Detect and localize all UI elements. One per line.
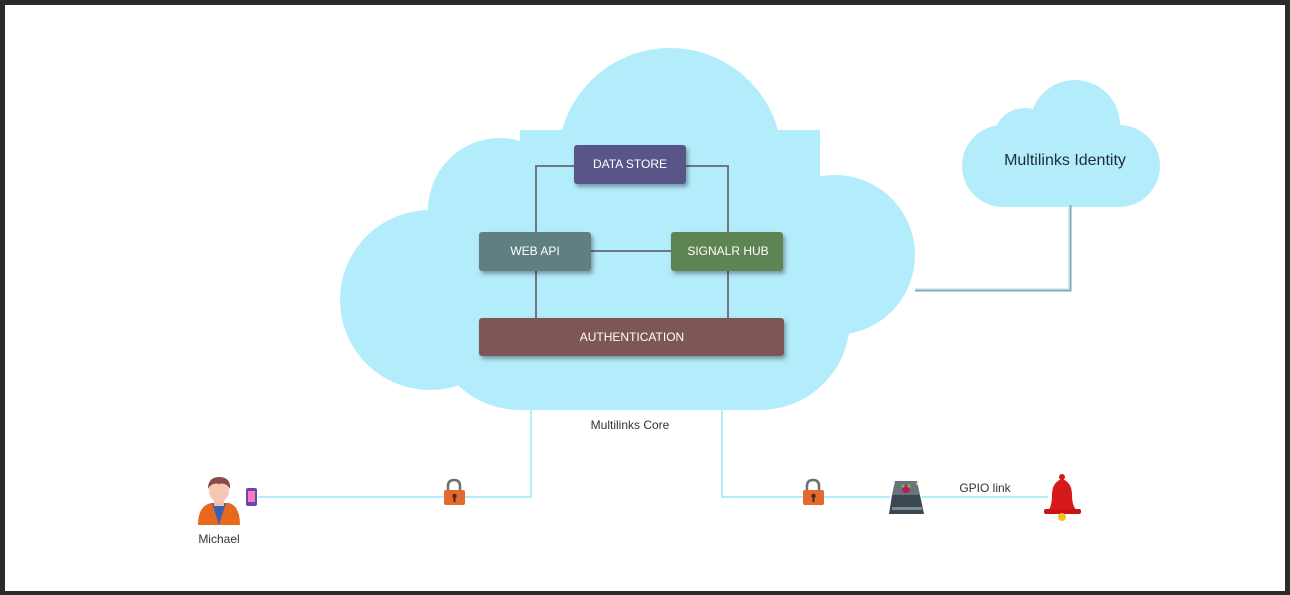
data-store-label: DATA STORE: [593, 157, 667, 171]
gpio-link-label: GPIO link: [959, 481, 1011, 495]
authentication-label: AUTHENTICATION: [580, 330, 684, 344]
architecture-diagram: DATA STORE WEB API SIGNALR HUB AUTHENTIC…: [198, 48, 1160, 546]
authentication-box: [479, 318, 784, 356]
identity-cloud-label: Multilinks Identity: [1004, 152, 1126, 169]
connector-datastore-webapi: [535, 165, 574, 232]
signalr-hub-label: SIGNALR HUB: [687, 244, 768, 258]
person-icon: [198, 477, 240, 525]
web-api-box: [479, 232, 591, 271]
phone-icon: [246, 488, 257, 506]
link-lines: [258, 205, 1072, 498]
core-cloud-label: Multilinks Core: [591, 418, 670, 432]
connector-datastore-signalr: [686, 165, 729, 232]
data-store-box: [574, 145, 686, 184]
raspberry-pi-icon: [889, 481, 924, 514]
web-api-label: WEB API: [510, 244, 559, 258]
signalr-hub-box: [671, 232, 783, 271]
padlock-icon: [444, 478, 465, 505]
user-label: Michael: [198, 532, 239, 546]
core-cloud: [340, 48, 915, 410]
user-core-link: [258, 410, 532, 498]
diagram-canvas: DATA STORE WEB API SIGNALR HUB AUTHENTIC…: [5, 5, 1285, 591]
core-device-link: [721, 410, 890, 498]
identity-cloud: [962, 80, 1160, 207]
component-connectors: [535, 165, 729, 318]
core-identity-link-inner: [915, 205, 1070, 290]
core-identity-link: [915, 205, 1072, 292]
padlock-icon: [803, 478, 824, 505]
bell-icon: [1044, 474, 1081, 521]
